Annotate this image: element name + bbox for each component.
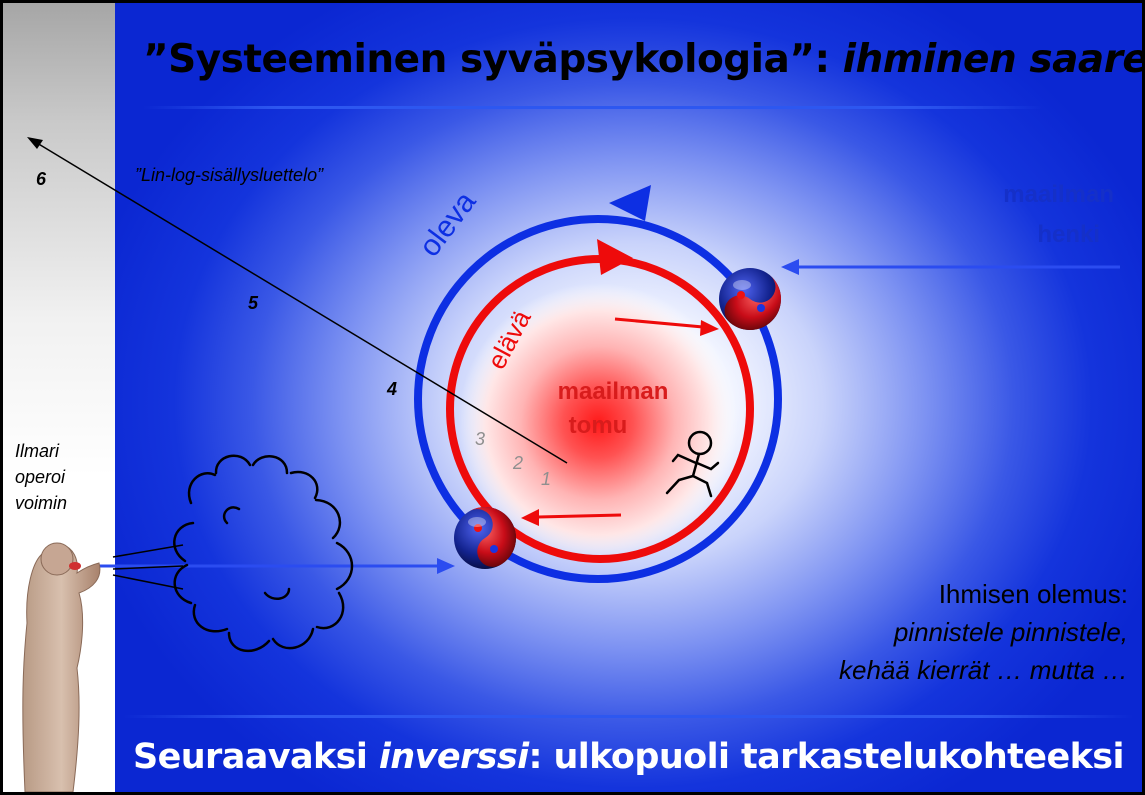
- slide-title: ”Systeeminen syväpsykologia”: ihminen sa…: [143, 37, 1142, 82]
- cloud-icon: [173, 454, 354, 653]
- left-caption-line2: operoi: [15, 467, 66, 487]
- breath-arrow-head: [437, 558, 455, 574]
- yin-yang-lower-icon: [454, 507, 516, 569]
- footer-suffix: : ulkopuoli tarkastelukohteeksi: [528, 737, 1124, 777]
- left-caption-line3: voimin: [15, 493, 68, 513]
- inner-ring-arrowhead: [597, 239, 633, 275]
- inner-red-arrow-upper-line: [614, 317, 704, 329]
- step-number-4: 4: [387, 379, 398, 399]
- title-prefix: ”Systeeminen syväpsykologia”:: [143, 37, 843, 82]
- center-label-line2: tomu: [568, 412, 628, 439]
- step-number-2: 2: [513, 453, 524, 473]
- center-label: maailman tomu: [523, 375, 703, 443]
- outer-ring: [414, 215, 782, 583]
- outer-ring-arrowhead: [609, 185, 651, 221]
- spirit-arrow-head: [781, 259, 799, 275]
- diagram-graphics: [22, 137, 1120, 792]
- step-number-1: 1: [541, 469, 552, 489]
- index-arrow-head: [27, 137, 43, 149]
- step-number-6: 6: [36, 169, 47, 189]
- essence-line1: Ihmisen olemus:: [938, 579, 1128, 609]
- spirit-label: maailman henki: [914, 175, 1114, 255]
- inner-red-arrow-lower-head: [521, 509, 539, 526]
- blow-lines: [112, 544, 184, 590]
- title-emphasis: ihminen saarellaan: [842, 37, 1142, 82]
- spirit-label-line1: maailman: [1003, 181, 1114, 208]
- step-number-5: 5: [248, 293, 259, 313]
- essence-line3: kehää kierrät … mutta …: [839, 655, 1128, 685]
- left-caption-line1: Ilmari: [15, 441, 59, 461]
- step-number-3: 3: [475, 429, 486, 449]
- title-rule: [143, 106, 1043, 109]
- inner-red-arrow-lower-line: [537, 513, 622, 519]
- yin-yang-upper-icon: [719, 268, 781, 330]
- footer-emphasis: inverssi: [378, 737, 529, 777]
- spirit-label-line2: henki: [1037, 221, 1100, 248]
- inner-red-arrow-upper-head: [700, 320, 719, 336]
- essence-text: Ihmisen olemus: pinnistele pinnistele, k…: [839, 575, 1128, 689]
- left-caption: Ilmari operoi voimin: [15, 438, 67, 516]
- footer-prefix: Seuraavaksi: [133, 737, 379, 777]
- footer-rule: [123, 715, 1133, 718]
- index-arrow-line: [36, 142, 568, 464]
- statue-figure-icon: [22, 542, 101, 792]
- index-label: ”Lin-log-sisällysluettelo”: [135, 165, 324, 185]
- essence-line2: pinnistele pinnistele,: [893, 617, 1128, 647]
- center-label-line1: maailman: [557, 378, 669, 405]
- stick-figure-icon: [665, 430, 720, 498]
- slide-footer: Seuraavaksi inverssi: ulkopuoli tarkaste…: [133, 737, 1142, 777]
- slide: ”Systeeminen syväpsykologia”: ihminen sa…: [3, 3, 1142, 792]
